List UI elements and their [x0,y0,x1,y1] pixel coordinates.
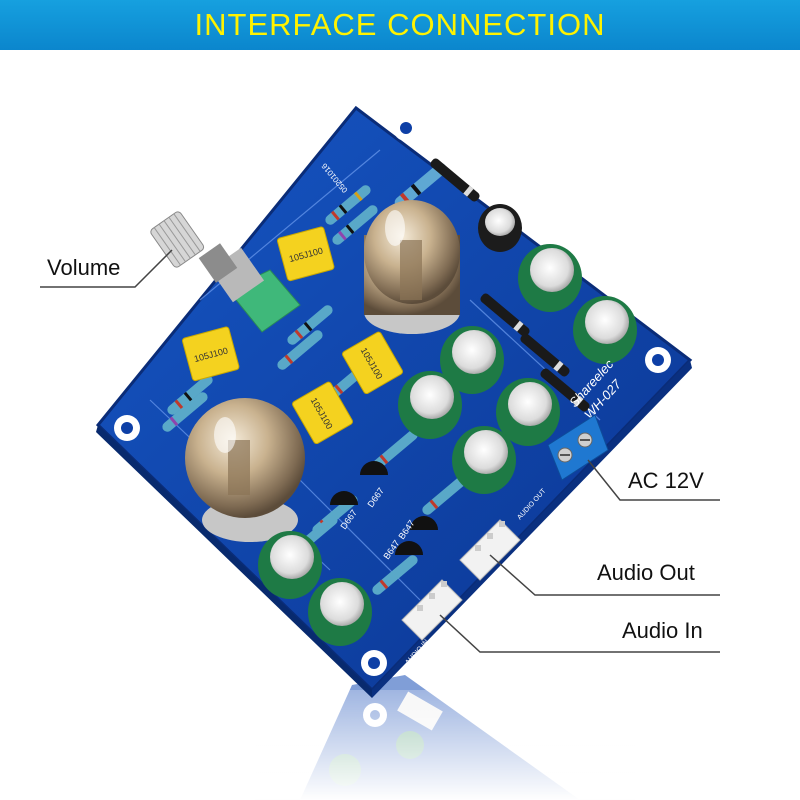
diodes [430,158,590,412]
film-capacitors: 105J100 105J100 105J100 105J100 [182,226,403,445]
volume-potentiometer [150,211,301,333]
ac-12v-leader-line [587,459,720,501]
electrolytic-capacitors [258,204,637,646]
audio-out-callout-label: Audio Out [597,560,695,585]
vacuum-tube-lower [185,398,305,542]
vacuum-tube-upper [364,200,460,334]
callout-lines [40,249,720,653]
volume-callout-label: Volume [47,255,121,280]
audio-out-connector [459,519,521,581]
audio-in-callout-label: Audio In [622,618,703,643]
audio-out-leader-line [489,554,720,596]
ac-12v-terminal [547,414,609,481]
audio-in-connector [401,579,463,641]
board-reflection [0,675,800,800]
banner-title: INTERFACE CONNECTION [194,7,606,42]
ac-12v-callout-label: AC 12V [628,468,704,493]
mounting-holes [114,115,671,676]
audio-in-leader-line [439,614,720,653]
header-banner: INTERFACE CONNECTION [0,0,800,50]
volume-leader-line [40,249,173,288]
